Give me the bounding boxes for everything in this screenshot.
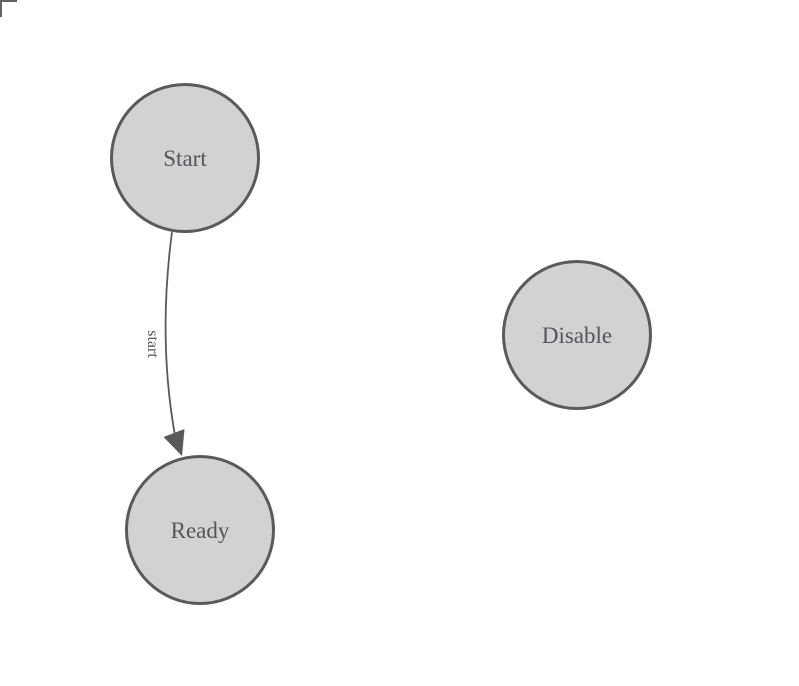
transition-edge-start-to-ready[interactable] [164,231,177,442]
transition-label-start[interactable]: start [144,330,161,358]
state-node-ready-label: Ready [170,517,230,543]
state-node-ready[interactable]: Ready [125,455,275,605]
state-node-disable-label: Disable [541,322,613,348]
canvas-corner-mark-icon [0,0,17,17]
state-node-disable[interactable]: Disable [502,260,652,410]
state-node-start-label: Start [163,145,207,171]
state-node-start[interactable]: Start [110,83,260,233]
